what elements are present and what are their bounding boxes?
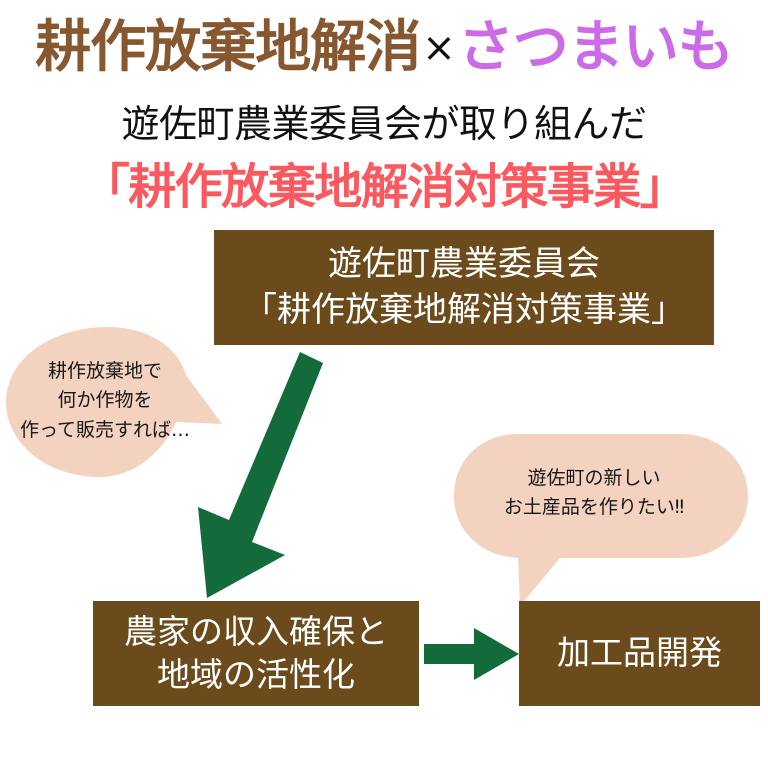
committee-box: 遊佐町農業委員会 「耕作放棄地解消対策事業」 — [214, 230, 714, 345]
bubble-left-line-2: 何か作物を — [57, 389, 153, 412]
title-multiply-symbol: × — [422, 25, 456, 71]
speech-bubble-left-shape — [6, 327, 222, 477]
income-box-line-2: 地域の活性化 — [157, 654, 355, 694]
right-arrow-icon — [424, 628, 519, 680]
product-development-box: 加工品開発 — [519, 601, 760, 706]
page-project-title: 「耕作放棄地解消対策事業」 — [81, 159, 688, 215]
speech-bubble-left-text: 耕作放棄地で 何か作物を 作って販売すれば… — [10, 357, 200, 445]
page-title-line-1: 耕作放棄地解消×さつまいも — [0, 20, 768, 76]
down-left-arrow-icon — [198, 352, 323, 598]
speech-bubble-right-shape — [454, 434, 748, 606]
title-segment-sweet-potato: さつまいも — [457, 15, 734, 80]
speech-bubble-right-text: 遊佐町の新しい お土産品を作りたい‼ — [466, 464, 722, 523]
income-box: 農家の収入確保と 地域の活性化 — [93, 601, 419, 706]
product-development-box-line-1: 加工品開発 — [557, 633, 722, 673]
bubble-left-line-3: 作って販売すれば… — [19, 418, 191, 441]
bubble-left-line-1: 耕作放棄地で — [47, 360, 162, 382]
bubble-right-line-1: 遊佐町の新しい — [527, 467, 661, 489]
title-segment-abandoned-farmland: 耕作放棄地解消 — [35, 15, 421, 80]
speech-bubble-right: 遊佐町の新しい お土産品を作りたい‼ — [448, 434, 758, 609]
speech-bubble-left: 耕作放棄地で 何か作物を 作って販売すれば… — [0, 327, 270, 487]
committee-box-line-1: 遊佐町農業委員会 — [328, 243, 600, 284]
committee-box-line-2: 「耕作放棄地解消対策事業」 — [243, 289, 685, 330]
income-box-line-1: 農家の収入確保と — [124, 612, 388, 652]
bubble-right-line-2: お土産品を作りたい‼ — [503, 496, 685, 519]
page-subtitle: 遊佐町農業委員会が取り組んだ — [121, 102, 647, 146]
